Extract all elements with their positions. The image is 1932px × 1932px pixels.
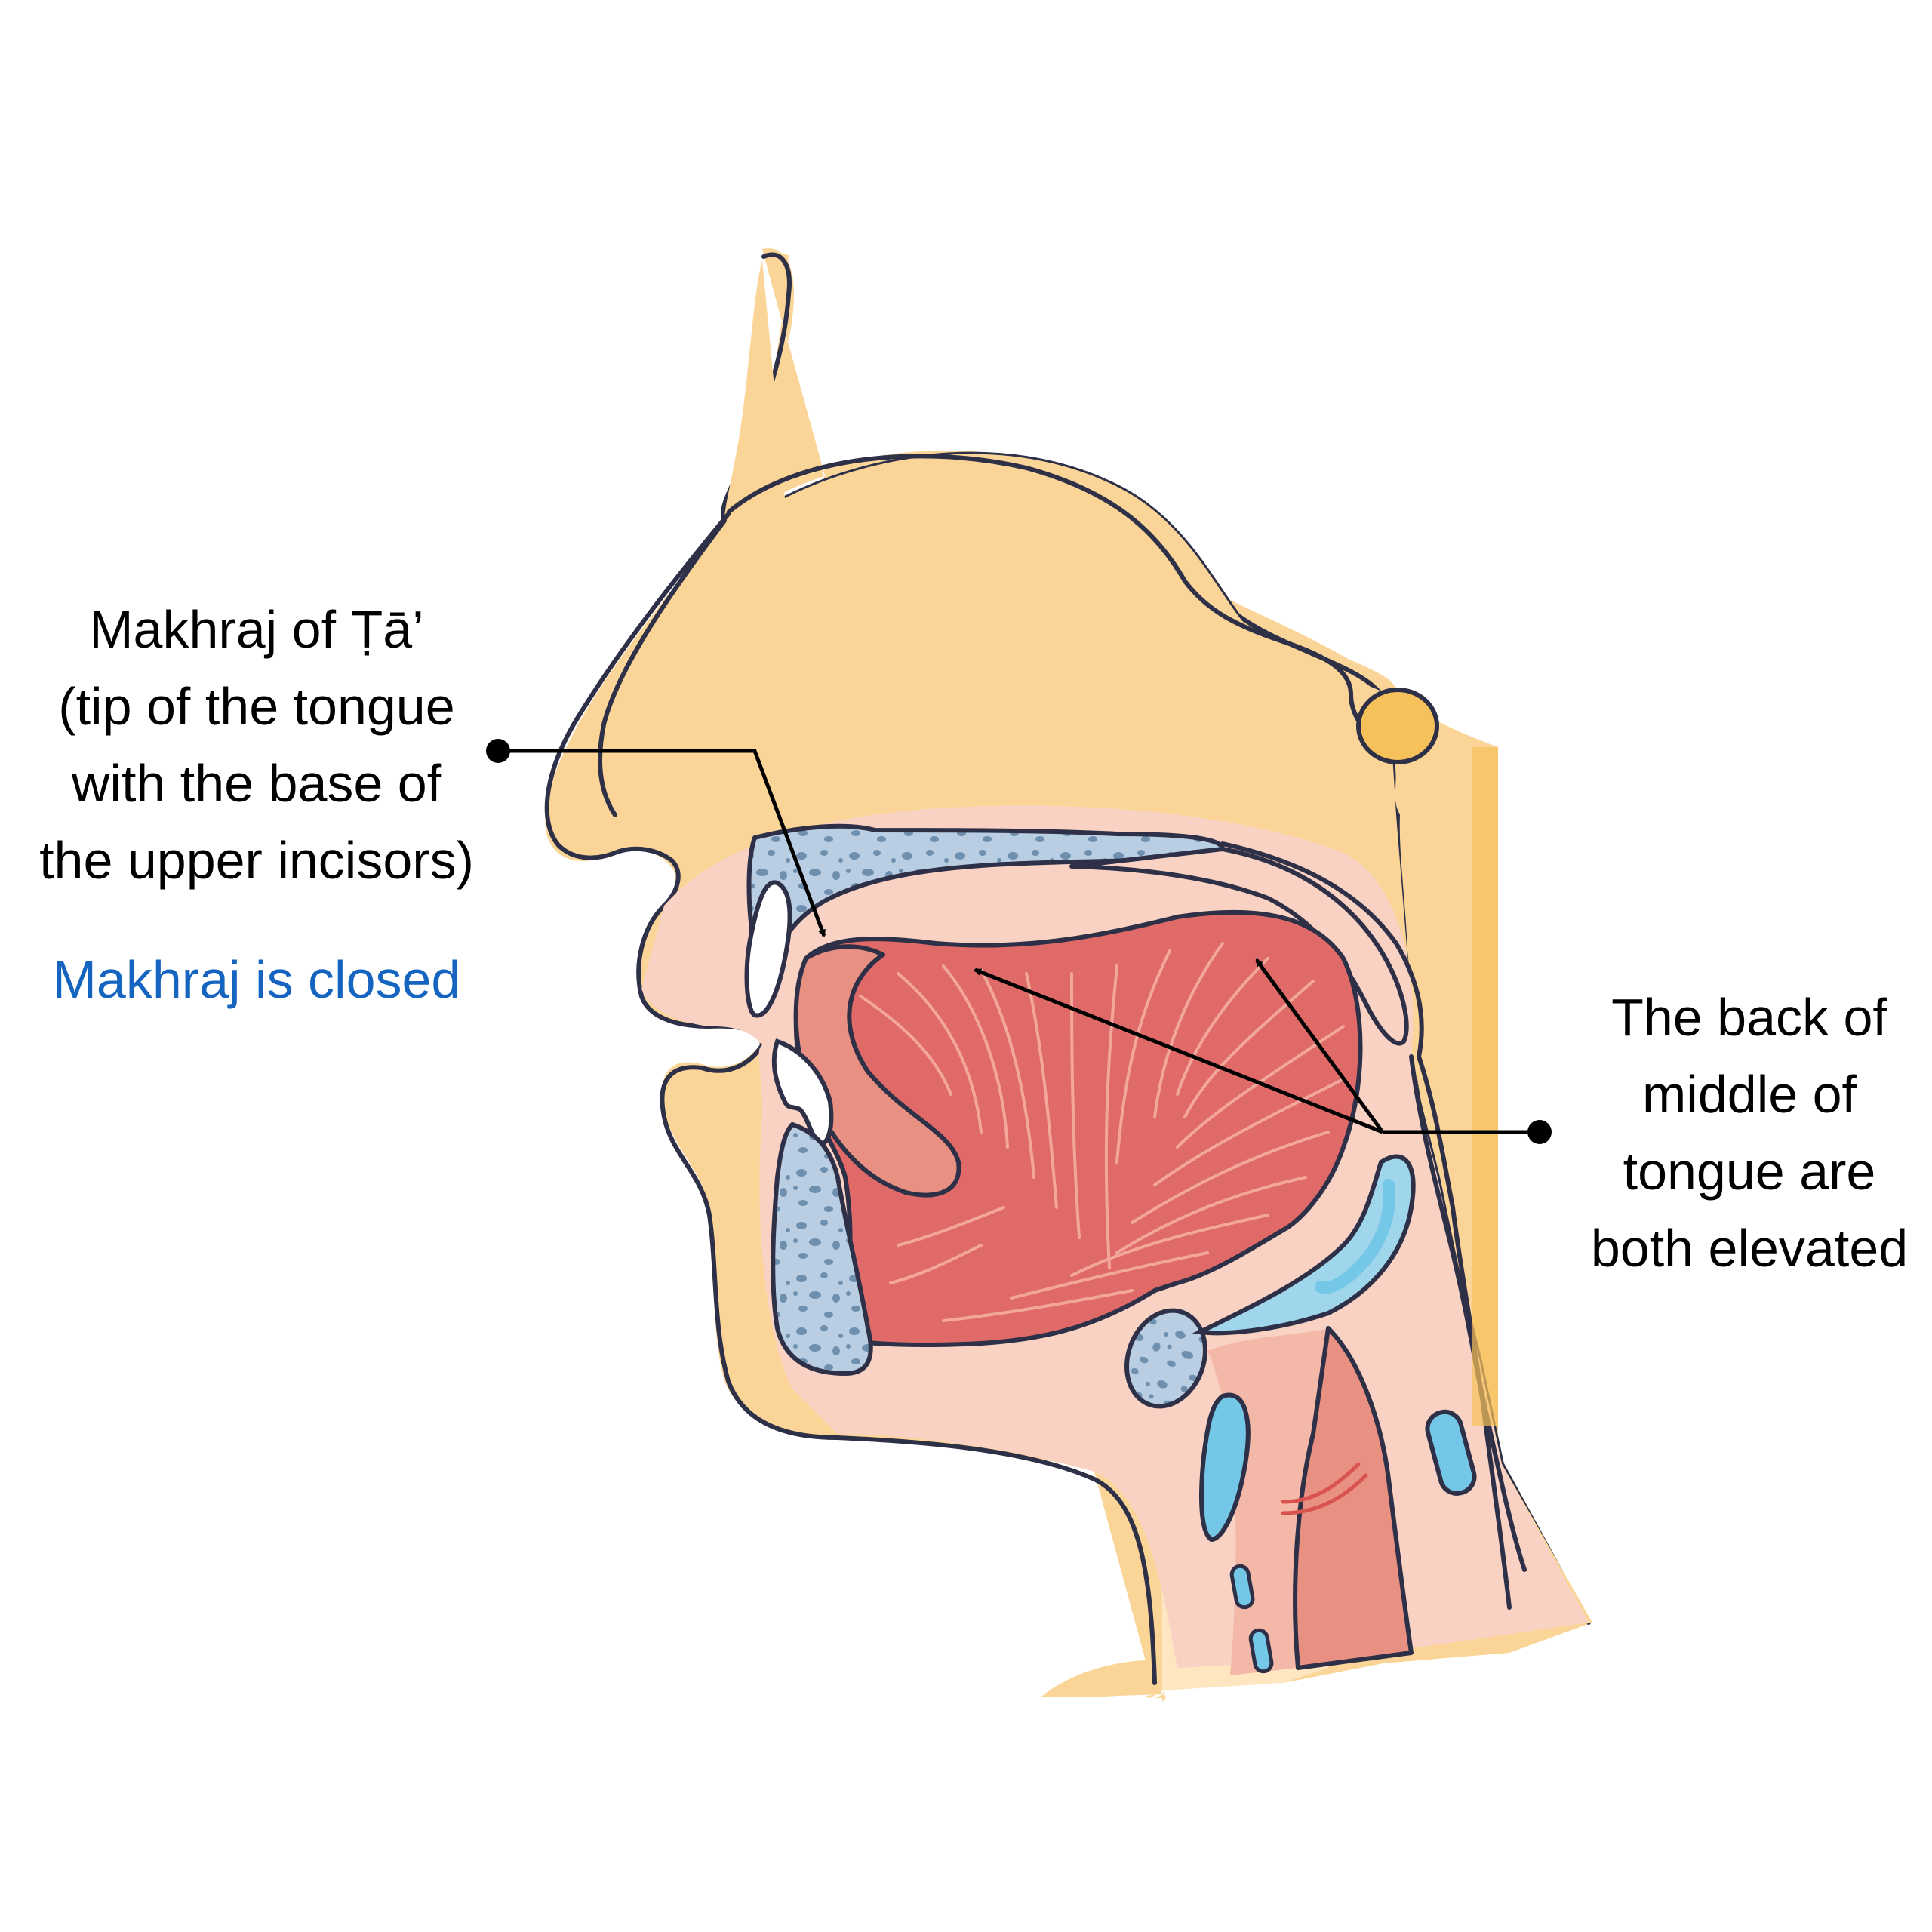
right-label-line-2: middle of xyxy=(1642,1065,1857,1124)
right-arrow-to-back xyxy=(1254,958,1385,1134)
nostril xyxy=(598,518,727,817)
epiglottis xyxy=(1192,1154,1416,1336)
esophagus xyxy=(1293,1326,1414,1670)
upper-incisor xyxy=(744,880,792,1018)
right-leader xyxy=(974,958,1552,1144)
lower-incisor xyxy=(771,1038,834,1146)
nose-outline xyxy=(544,511,731,908)
left-leader-line xyxy=(498,749,826,937)
tongue-fibers xyxy=(859,942,1345,1322)
left-label-line-1: Makhraj of Ṭā’ xyxy=(89,600,423,659)
vocal-fold-marks xyxy=(1281,1462,1368,1515)
right-label-line-3: tongue are xyxy=(1623,1142,1876,1201)
tongue xyxy=(793,909,1363,1347)
neck-back-strip xyxy=(1472,747,1498,1426)
soft-palate xyxy=(1069,847,1409,1046)
cricoid-ring-1 xyxy=(1229,1564,1255,1610)
thyroid-cartilage xyxy=(1199,1392,1251,1543)
left-leader xyxy=(486,739,826,937)
left-label-line-2: (tip of the tongue xyxy=(58,677,454,736)
cricoid-ring-2 xyxy=(1248,1628,1274,1674)
status-label: Makhraj is closed xyxy=(53,950,461,1009)
nasopharynx-wall xyxy=(1220,841,1424,1059)
epiglottis-cartilage xyxy=(1315,1179,1395,1294)
spine-disc xyxy=(1425,1409,1477,1496)
left-label-line-3: with the base of xyxy=(71,754,442,813)
right-label-line-1: The back of xyxy=(1611,988,1887,1047)
left-label-line-4: the upper incisors) xyxy=(39,831,474,890)
mandible xyxy=(771,1121,873,1377)
forehead-contour xyxy=(727,454,1383,749)
lower-lip-and-chin xyxy=(660,1043,1157,1685)
hyoid-bone xyxy=(1124,1308,1208,1409)
right-label-line-4: both elevated xyxy=(1591,1219,1908,1278)
adenoid xyxy=(1356,688,1439,764)
right-arrow-to-middle xyxy=(974,968,1383,1134)
